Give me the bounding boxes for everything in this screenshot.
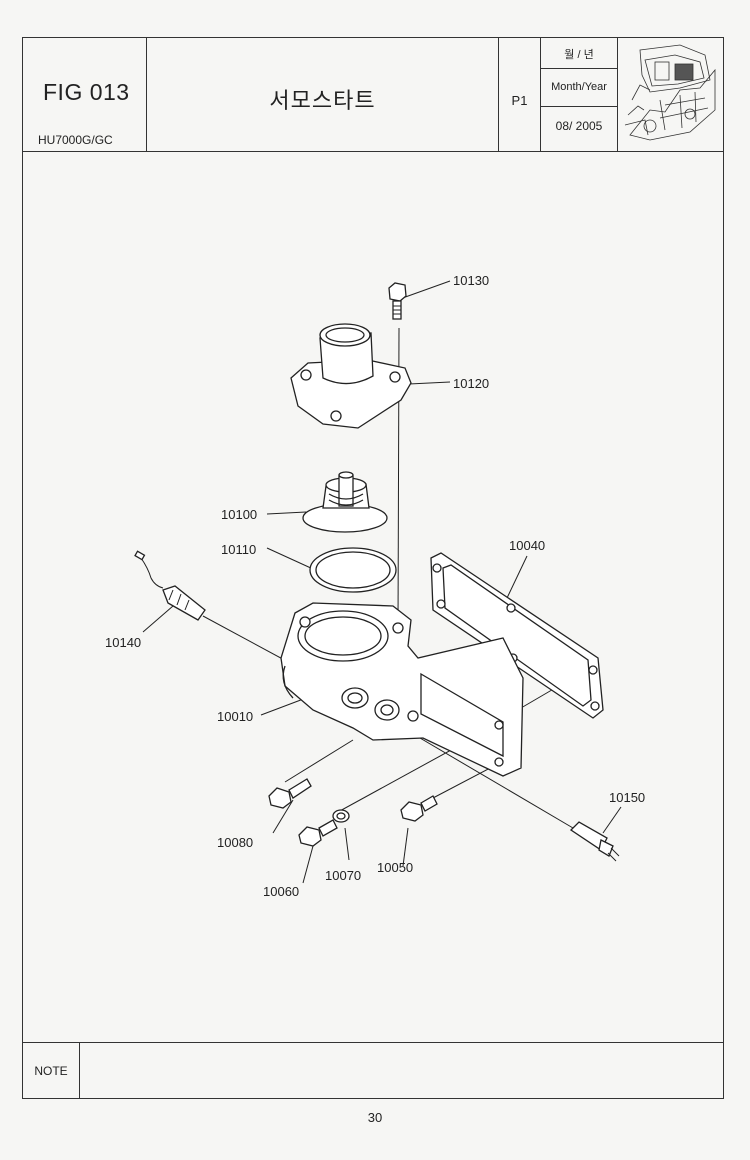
thermostat-cover-10120-icon bbox=[290, 323, 412, 429]
callout-10120: 10120 bbox=[453, 376, 489, 391]
title-cell: 서모스타트 bbox=[147, 38, 499, 151]
callout-10080: 10080 bbox=[217, 835, 253, 850]
exploded-parts-diagram: 10130 10120 10100 10110 10040 10140 1001… bbox=[105, 273, 645, 899]
date-cell: 월 / 년 Month/Year 08/ 2005 bbox=[541, 38, 618, 151]
bolt-10050-icon bbox=[400, 795, 438, 822]
page-number: 30 bbox=[367, 1110, 383, 1125]
note-label: NOTE bbox=[23, 1043, 80, 1098]
bolt-10060-icon bbox=[298, 819, 338, 847]
thumbnail-cell bbox=[618, 38, 723, 151]
fig-cell: FIG 013 HU7000G/GC bbox=[23, 38, 147, 151]
washer-10070-icon bbox=[332, 809, 350, 823]
callout-10150: 10150 bbox=[609, 790, 645, 805]
sensor-10140-icon bbox=[134, 550, 206, 621]
callout-10060: 10060 bbox=[263, 884, 299, 899]
date-divider bbox=[541, 106, 617, 107]
page-title: 서모스타트 bbox=[269, 88, 376, 113]
thermostat-housing-10010-icon bbox=[280, 602, 524, 777]
callout-10100: 10100 bbox=[221, 507, 257, 522]
callout-10070: 10070 bbox=[325, 868, 361, 883]
page-code: P1 bbox=[511, 93, 528, 108]
date-value: 08/ 2005 bbox=[555, 119, 603, 133]
date-divider bbox=[541, 68, 617, 69]
parts-sheet: FIG 013 HU7000G/GC 서모스타트 P1 월 / 년 Month/… bbox=[22, 37, 724, 1099]
callout-10010: 10010 bbox=[217, 709, 253, 724]
callout-10110: 10110 bbox=[221, 542, 256, 557]
bolt-10130-icon bbox=[388, 282, 407, 320]
model-code: HU7000G/GC bbox=[38, 133, 113, 147]
gasket-ring-10110-icon bbox=[309, 547, 397, 593]
callout-10140: 10140 bbox=[105, 635, 141, 650]
callout-10040: 10040 bbox=[509, 538, 545, 553]
thermostat-10100-icon bbox=[302, 471, 388, 533]
page-cell: P1 bbox=[499, 38, 541, 151]
sensor-10150-icon bbox=[569, 821, 620, 862]
callout-10050: 10050 bbox=[377, 860, 413, 875]
callout-10130: 10130 bbox=[453, 273, 489, 288]
fig-number: FIG 013 bbox=[43, 79, 130, 105]
note-row: NOTE bbox=[23, 1042, 723, 1098]
date-label-korean: 월 / 년 bbox=[564, 49, 594, 61]
date-label-english: Month/Year bbox=[551, 81, 607, 93]
machine-thumbnail-icon bbox=[624, 44, 716, 141]
header-block: FIG 013 HU7000G/GC 서모스타트 P1 월 / 년 Month/… bbox=[23, 38, 723, 152]
bolt-10080-icon bbox=[268, 778, 312, 809]
